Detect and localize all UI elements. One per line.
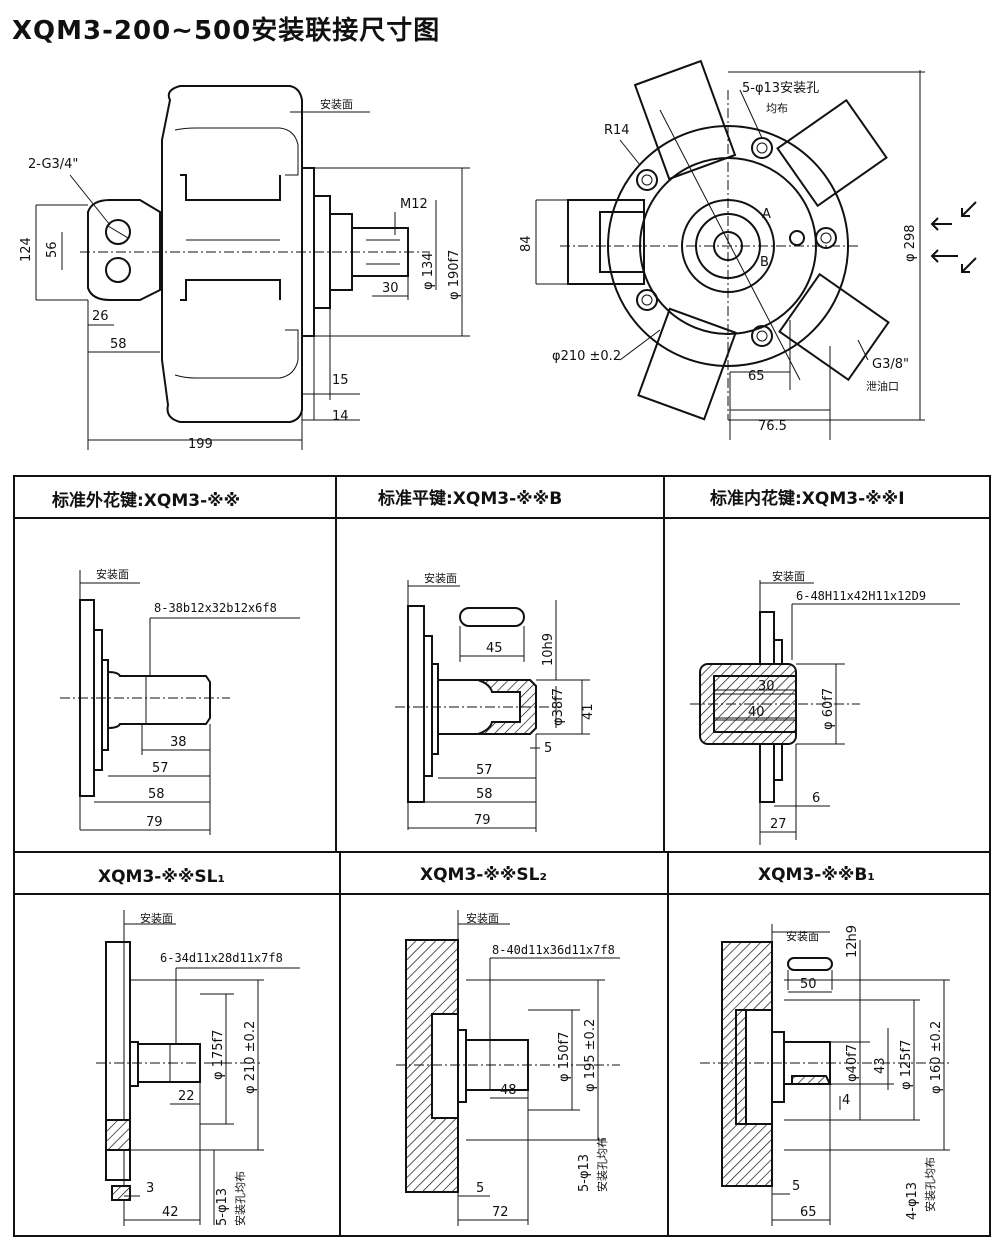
p5-dim-195: φ 195 ±0.2 [583,1019,598,1092]
dim-30: 30 [382,281,399,296]
flat-key-drawing [395,580,590,832]
dim-56: 56 [45,241,60,258]
dim-298: φ 298 [903,224,918,262]
b1-drawing [700,924,950,1226]
p5-mount-face: 安装面 [466,911,499,925]
internal-spline-drawing [690,580,960,845]
panel-header-flat-key: 标准平键:XQM3-※※B [378,488,562,509]
sl1-drawing [96,910,300,1226]
p5-dim-72: 72 [492,1205,509,1220]
p6-dim-50: 50 [800,977,817,992]
p2-dim-45: 45 [486,641,503,656]
dim-134: φ 134 [421,252,436,290]
side-view-drawing [35,85,470,450]
p6-mount-face: 安装面 [786,929,819,943]
dim-76-5: 76.5 [758,419,787,434]
mount-face-label: 安装面 [320,97,353,111]
p5-dim-48: 48 [500,1083,517,1098]
drain-note: 泄油口 [866,379,899,393]
p1-dim-79: 79 [146,815,163,830]
p3-dim-27: 27 [770,817,787,832]
holes-note: 均布 [766,102,788,115]
p4-holes: 5-φ13 [215,1188,230,1226]
page-title: XQM3-200~500安装联接尺寸图 [12,16,441,46]
p6-dim-65: 65 [800,1205,817,1220]
panel-header-sl2: XQM3-※※SL₂ [420,865,547,885]
p6-dim-43: 43 [873,1057,888,1074]
dim-15: 15 [332,373,349,388]
p5-spline-spec: 8-40d11x36d11x7f8 [492,943,615,957]
p1-dim-57: 57 [152,761,169,776]
panel-header-internal-spline: 标准内花键:XQM3-※※I [710,488,905,509]
sl2-drawing [396,910,620,1226]
external-spline-drawing [60,570,300,835]
p6-holes: 4-φ13 [905,1182,920,1220]
p1-dim-58: 58 [148,787,165,802]
p3-spline-spec: 6-48H11x42H11x12D9 [796,589,926,603]
p4-mount-face: 安装面 [140,911,173,925]
p2-dim-5: 5 [544,741,552,756]
panel-header-b1: XQM3-※※B₁ [758,865,875,885]
panel-header-external-spline: 标准外花键:XQM3-※※ [52,490,240,511]
radius-label: R14 [604,123,630,138]
p3-mount-face: 安装面 [772,569,805,583]
p2-dim-57: 57 [476,763,493,778]
p2-dim-10h9: 10h9 [541,633,556,666]
p5-dim-150f7: φ 150f7 [557,1032,572,1082]
p6-dim-5: 5 [792,1179,800,1194]
p5-dim-5: 5 [476,1181,484,1196]
port-label: 2-G3/4" [28,157,78,172]
thread-label: M12 [400,197,428,212]
dim-124: 124 [19,237,34,262]
dim-14: 14 [332,409,349,424]
dim-210: φ210 ±0.2 [552,349,621,364]
dim-58: 58 [110,337,127,352]
p3-dim-40: 40 [748,705,765,720]
panel-header-sl1: XQM3-※※SL₁ [98,867,225,887]
p2-dim-38f7: φ38f7 [551,688,566,726]
p2-dim-58: 58 [476,787,493,802]
dim-26: 26 [92,309,109,324]
dim-65: 65 [748,369,765,384]
drain-label: G3/8" [872,357,909,372]
p1-dim-38: 38 [170,735,187,750]
p6-dim-4: 4 [842,1093,850,1108]
front-view-drawing [535,59,977,440]
p6-holes-note: 安装孔均布 [923,1157,937,1212]
p4-dim-42: 42 [162,1205,179,1220]
p3-dim-6: 6 [812,791,820,806]
p5-holes: 5-φ13 [577,1154,592,1192]
holes-label: 5-φ13安装孔 [742,81,819,96]
p4-spline-spec: 6-34d11x28d11x7f8 [160,951,283,965]
p1-spline-spec: 8-38b12x32b12x6f8 [154,601,277,615]
dim-190f7: φ 190f7 [447,250,462,300]
p2-dim-79: 79 [474,813,491,828]
options-table [13,475,991,1237]
p5-holes-note: 安装孔均布 [595,1137,609,1192]
p4-dim-3: 3 [146,1181,154,1196]
p2-dim-41: 41 [581,703,596,720]
p3-dim-30: 30 [758,679,775,694]
p6-dim-12h9: 12h9 [845,925,860,958]
mark-b: B [760,255,769,270]
p4-dim-210: φ 210 ±0.2 [243,1021,258,1094]
p6-dim-160: φ 160 ±0.2 [929,1021,944,1094]
p1-mount-face: 安装面 [96,567,129,581]
p4-holes-note: 安装孔均布 [233,1171,247,1226]
p3-dim-60f7: φ 60f7 [821,688,836,730]
dim-84: 84 [519,235,534,252]
p4-dim-22: 22 [178,1089,195,1104]
p4-dim-175f7: φ 175f7 [211,1030,226,1080]
p6-dim-125f7: φ 125f7 [899,1040,914,1090]
mark-a: A [762,207,771,222]
dim-199: 199 [188,437,213,452]
p2-mount-face: 安装面 [424,571,457,585]
p6-dim-40f7: φ40f7 [845,1044,860,1082]
